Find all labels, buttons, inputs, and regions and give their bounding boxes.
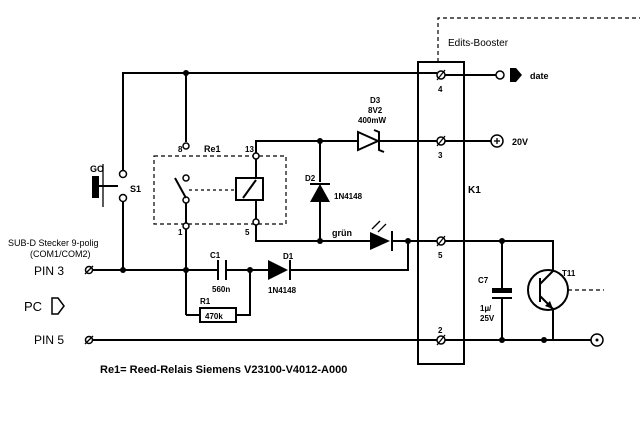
booster-ref: K1 [468,185,481,196]
led-green [370,220,393,251]
led-label: grün [332,228,352,238]
svg-text:5: 5 [438,251,443,260]
svg-text:2: 2 [438,326,443,335]
d1-value: 1N4148 [268,286,297,295]
d3-ref: D3 [370,96,381,105]
date-output-terminal [495,70,505,80]
d1-ref: D1 [283,252,294,261]
pc-connector-icon [51,297,65,315]
svg-text:3: 3 [438,151,443,160]
relay-description: Re1= Reed-Relais Siemens V23100-V4012-A0… [100,364,347,376]
relay-pin-5: 5 [245,228,250,237]
connector-title: SUB-D Stecker 9-polig [8,238,99,248]
date-output-connector [510,68,522,82]
relay-pin-1: 1 [178,228,183,237]
capacitor-c7 [492,288,512,299]
relay-ref: Re1 [204,144,221,154]
booster-label: Edits-Booster [448,38,509,49]
d2-value: 1N4148 [334,192,363,201]
svg-text:4: 4 [438,85,443,94]
d3-power: 400mW [358,116,386,125]
s1-label: S1 [130,184,141,194]
relay-contact-blade [174,177,187,199]
booster-dashed-outline [437,17,640,62]
go-label: GO [90,164,104,174]
c7-ref: C7 [478,276,489,285]
r1-ref: R1 [200,297,211,306]
switch-s1 [92,164,128,270]
pc-label: PC [24,299,42,314]
pin5-label: PIN 5 [34,333,64,347]
capacitor-c1 [217,260,227,280]
c1-value: 560n [212,285,230,294]
t11-ref: T11 [562,269,576,278]
r1-value: 470k [205,312,223,321]
c7-value: 1µ/ [480,304,492,313]
c7-voltage: 25V [480,314,495,323]
connector-subtitle: (COM1/COM2) [30,249,91,259]
d2-ref: D2 [305,174,316,183]
v20-label: 20V [512,137,528,147]
relay-box [153,155,287,225]
date-label: date [530,71,549,81]
relay-pin-13: 13 [245,145,254,154]
diode-d1 [268,260,291,280]
booster-block [417,61,465,365]
pin3-label: PIN 3 [34,264,64,278]
block-terminal-3: 3 [436,135,446,160]
diode-d2 [310,183,330,202]
d3-value: 8V2 [368,106,383,115]
relay-pin-8: 8 [178,145,183,154]
zener-d3 [357,129,437,153]
transistor-t11 [527,240,604,340]
c1-ref: C1 [210,251,221,260]
